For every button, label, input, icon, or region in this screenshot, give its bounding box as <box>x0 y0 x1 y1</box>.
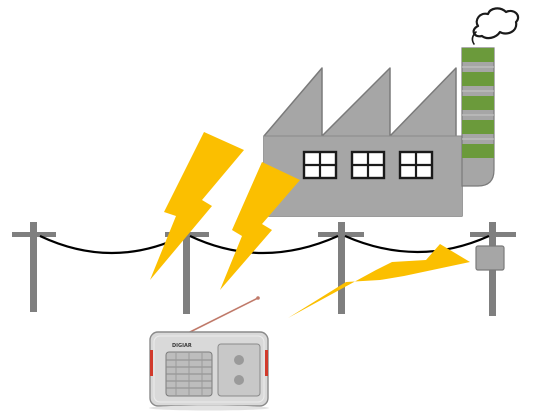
portable-radio-icon: DIGIAR <box>149 296 269 411</box>
radio-antenna <box>185 297 259 335</box>
utility-pole-icon <box>318 222 364 314</box>
radio-knob <box>234 375 244 385</box>
smoke-wisp <box>471 31 477 45</box>
factory-window <box>398 150 434 180</box>
radio-accent <box>150 350 153 376</box>
radio-brand-label: DIGIAR <box>172 343 192 349</box>
lightning-bolt-icon <box>288 244 470 318</box>
factory-window <box>302 150 338 180</box>
factory-window <box>350 150 386 180</box>
smoke-cloud-icon <box>472 7 520 40</box>
chimney-icon <box>461 47 495 187</box>
lightning-bolt-icon <box>150 132 244 280</box>
lightning-bolt-icon <box>220 162 300 290</box>
factory-icon <box>263 7 520 217</box>
radio-tuning-panel <box>217 343 261 397</box>
transformer-icon <box>475 245 505 271</box>
utility-pole-icon <box>12 222 56 312</box>
radio-knob <box>234 355 244 365</box>
